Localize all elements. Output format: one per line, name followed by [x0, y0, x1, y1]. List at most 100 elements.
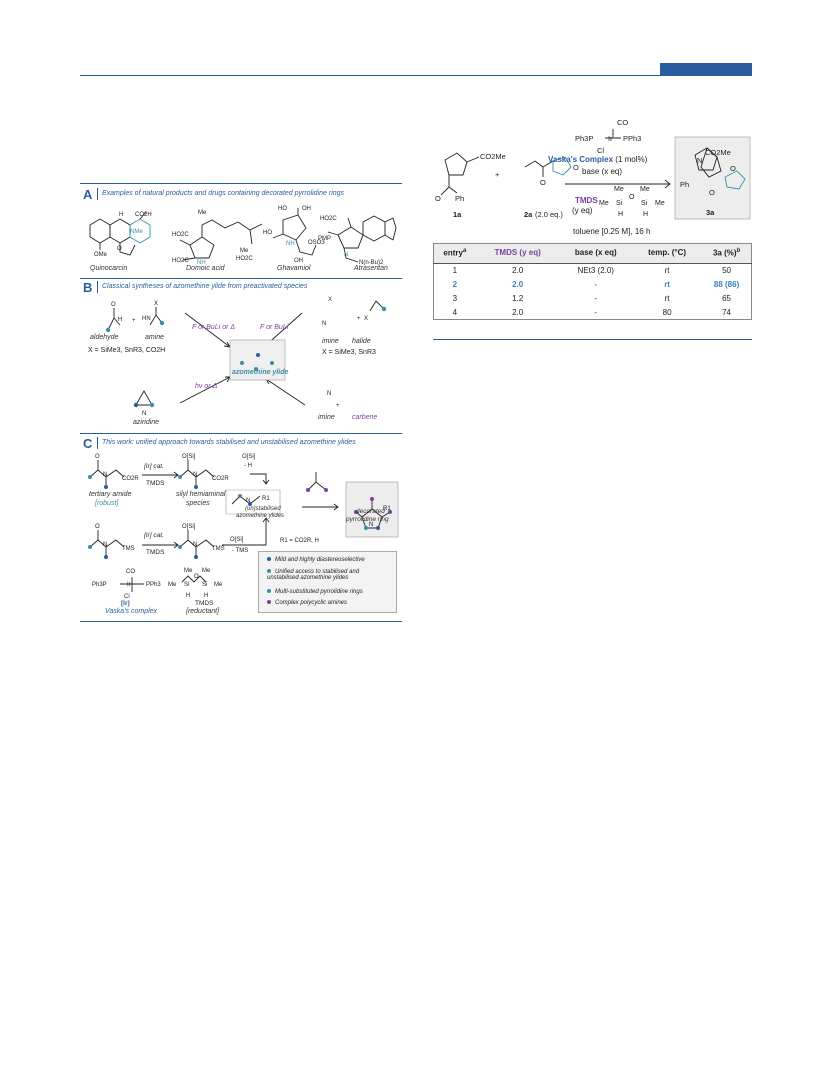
solvent-label: toluene [0.25 M], 16 h: [573, 227, 651, 236]
b-aziridine: aziridine: [133, 419, 160, 426]
c-osi2: O[Si]: [242, 454, 256, 460]
b-cond1: F or BuLi or Δ: [192, 324, 236, 331]
c-osi4: O[Si]: [230, 537, 244, 543]
yeq-scheme: (y eq): [572, 206, 593, 215]
c-unstab: (un)stabilised: [245, 506, 281, 512]
scheme-ph: Ph: [455, 194, 464, 203]
scheme-o: O: [435, 194, 441, 203]
at-ho2c: HO2C: [320, 216, 337, 222]
tmds-struct-h2: H: [643, 211, 649, 218]
panel-b-rule: [80, 278, 402, 279]
header-rule: [80, 75, 752, 76]
legend-dot-3: [267, 589, 271, 594]
th-yield: 3a (%)b: [701, 243, 752, 264]
da-ho2c: HO2C: [172, 232, 189, 238]
b-imine2: imine: [318, 414, 335, 421]
panel-c-bottom-rule: [80, 621, 402, 622]
tmds-struct-me1: Me: [614, 186, 624, 193]
c-tmds1: TMDS: [146, 480, 165, 487]
b-x-atom3: X: [364, 316, 368, 322]
vaska-cl: Cl: [124, 594, 130, 600]
c-tms2: TMS: [212, 546, 225, 552]
tmds-me1: Me: [184, 568, 193, 574]
ga-oh2: OH: [294, 258, 303, 264]
panel-b-title: Classical syntheses of azomethine ylide …: [102, 283, 308, 290]
da-ho2c2: HO2C: [172, 258, 189, 264]
ga-oh: OH: [302, 206, 311, 212]
vaska-pph3-top: PPh3: [623, 134, 641, 143]
conditions-table: entrya TMDS (y eq) base (x eq) temp. (°C…: [433, 243, 752, 320]
c-vaska-name: Vaska's complex: [105, 608, 158, 615]
tmds-struct-si2: Si: [641, 200, 648, 207]
product-o2: O: [709, 188, 715, 197]
tmds-struct-si1: Si: [616, 200, 623, 207]
scheme-co2me: CO2Me: [480, 152, 506, 161]
th-tmds: TMDS (y eq): [476, 243, 559, 264]
legend-dot-1: [267, 557, 271, 562]
panel-c-title: This work: unified approach towards stab…: [102, 439, 356, 446]
c-r1-def: R1 = CO2R, H: [280, 538, 319, 544]
c-n-atom4: N: [103, 542, 107, 548]
vaska-ph3p: Ph3P: [92, 582, 107, 588]
label-1a: 1a: [453, 210, 462, 219]
vaska-ph3p-top: Ph3P: [575, 134, 593, 143]
c-co2r: CO2R: [122, 476, 139, 482]
b-n-atom3: N: [327, 391, 331, 397]
c-ylides: azomethine ylides: [236, 513, 285, 519]
b-n-atom2: N: [142, 411, 146, 417]
legend-dot-2: [267, 569, 271, 574]
c-osi: O[Si]: [182, 454, 196, 460]
b-x-atom: X: [154, 301, 158, 307]
legend-item-2: Unified access to stabilised and unstabi…: [267, 569, 360, 581]
b-plus3: +: [336, 403, 340, 409]
panel-a-title: Examples of natural products and drugs c…: [102, 190, 345, 197]
at-nbu: N(n-Bu)2: [359, 260, 384, 266]
c-ir-label: [Ir]: [121, 600, 130, 607]
c-tertiary: tertiary amide: [89, 491, 132, 498]
tmds-si1: Si: [184, 582, 189, 588]
da-nh: NH: [197, 260, 206, 266]
b-n-atom: N: [322, 321, 326, 327]
vaska-pph3: PPh3: [146, 582, 161, 588]
legend-dot-4: [267, 600, 271, 605]
da-me: Me: [198, 210, 207, 216]
panel-c-divider: [97, 437, 98, 449]
tmds-me3: Me: [168, 582, 177, 588]
name-quinocarcin: Quinocarcin: [90, 265, 128, 272]
panel-a-rule: [80, 183, 402, 184]
panel-a-label: A: [83, 187, 93, 202]
b-ylide: azomethine ylide: [232, 369, 289, 376]
tmds-struct-h1: H: [618, 211, 624, 218]
reaction-scheme: CO2Me O Ph 1a + O O 2a (2.0 eq.) CO Ph3P…: [435, 118, 751, 220]
b-imine: imine: [322, 338, 339, 345]
tmds-h1: H: [186, 593, 190, 599]
c-pyrrolidine: pyrrolidine ring: [346, 516, 389, 523]
qa-h: H: [119, 212, 123, 218]
scheme-plus: +: [495, 170, 500, 179]
c-minus-h: - H: [244, 463, 252, 469]
tmds-struct-me2: Me: [640, 186, 650, 193]
c-n-atom5: N: [193, 542, 197, 548]
tmds-me4: Me: [214, 582, 223, 588]
legend-item-4: Complex polycyclic amines: [267, 600, 347, 606]
panel-a-structures: CO2H NMe OMe O H Me HO2C HO2C NH Me HO2C…: [89, 206, 397, 266]
panel-a-divider: [97, 188, 98, 200]
da-ho2c3: HO2C: [236, 256, 253, 262]
b-xdef1: X = SiMe3, SnR3, CO2H: [88, 347, 166, 354]
at-n: N: [344, 252, 348, 258]
panel-b-divider: [97, 281, 98, 293]
c-r1-ring: R1: [383, 506, 391, 512]
panel-b-label: B: [83, 280, 93, 295]
b-o-atom: O: [111, 302, 116, 308]
b-aldehyde: aldehyde: [90, 334, 119, 341]
c-n-atom: N: [103, 472, 107, 478]
name-domoic-acid: Domoic acid: [186, 265, 225, 272]
c-tmds-label: TMDS: [195, 600, 214, 607]
vaska-ir-top: Ir: [608, 134, 613, 143]
b-h-atom: H: [118, 317, 122, 323]
b-hn-atom: HN: [142, 316, 151, 322]
qa-co2h: CO2H: [135, 212, 152, 218]
